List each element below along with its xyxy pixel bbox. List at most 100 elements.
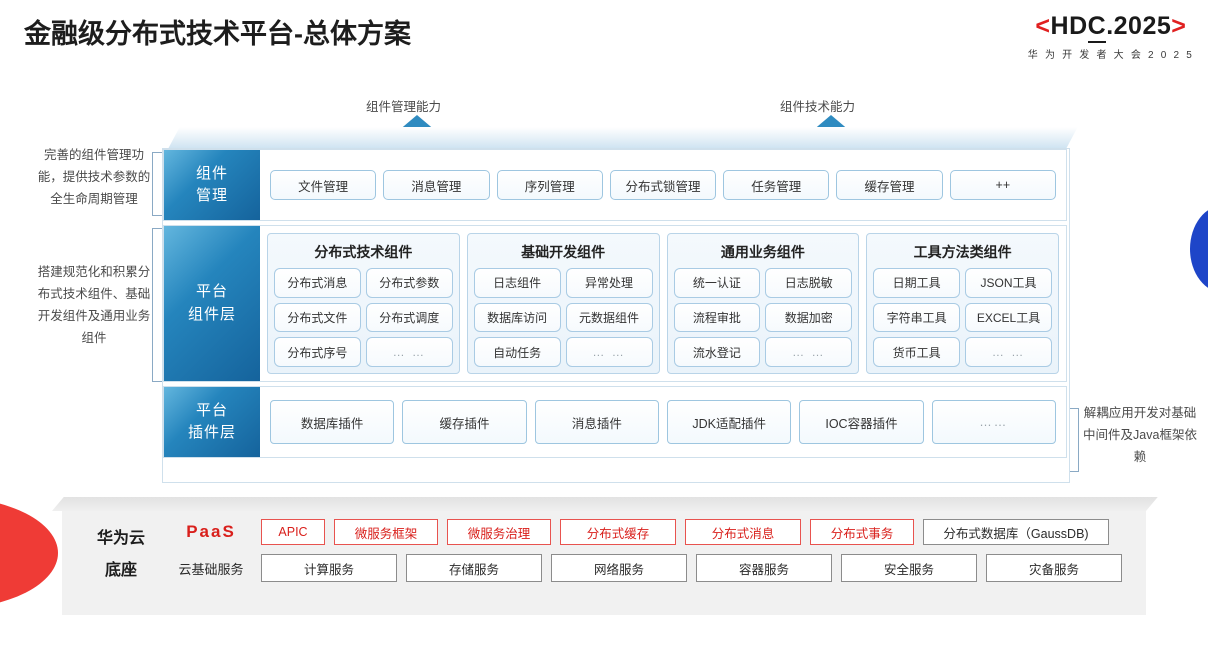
- paas-row: PaaS APIC 微服务框架 微服务治理 分布式缓存 分布式消息 分布式事务 …: [170, 519, 1122, 545]
- pill-item[interactable]: IOC容器插件: [799, 400, 924, 444]
- chip-item[interactable]: 流程审批: [673, 302, 761, 333]
- hdc-logo-text-underlined: C: [1087, 12, 1107, 43]
- pill-item[interactable]: 序列管理: [496, 170, 603, 200]
- brace-left-top: [152, 152, 169, 216]
- page-title: 金融级分布式技术平台-总体方案: [24, 19, 411, 49]
- angle-bracket-left-icon: <: [1035, 12, 1051, 40]
- chip-item[interactable]: JSON工具: [965, 268, 1052, 298]
- cloud-item[interactable]: 灾备服务: [986, 554, 1122, 582]
- pill-item-more[interactable]: ……: [931, 400, 1056, 444]
- cloud-item[interactable]: 网络服务: [551, 554, 687, 582]
- side-note-left-bottom: 搭建规范化和积累分布式技术组件、基础开发组件及通用业务组件: [37, 265, 151, 345]
- chip-item[interactable]: 流水登记: [673, 337, 761, 367]
- paas-item-database[interactable]: 分布式数据库（GaussDB): [923, 519, 1109, 545]
- chip-item[interactable]: 自动任务: [473, 337, 561, 367]
- row-platform-component-layer: 平台 组件层 分布式技术组件 分布式消息 分布式参数 分布式文件 分布式调度 分…: [163, 225, 1067, 382]
- hdc-logo-text-b: .2025: [1106, 12, 1172, 40]
- pill-item[interactable]: 消息插件: [534, 400, 659, 444]
- chip-item-more[interactable]: … …: [765, 337, 853, 367]
- chip-item[interactable]: 分布式序号: [274, 337, 361, 367]
- chip-item[interactable]: 日志组件: [473, 268, 561, 298]
- pill-item[interactable]: 缓存管理: [836, 170, 943, 200]
- chip-item[interactable]: 字符串工具: [873, 302, 961, 333]
- chip-item-more[interactable]: … …: [565, 337, 653, 367]
- paas-item[interactable]: 分布式事务: [810, 519, 914, 545]
- group-title: 分布式技术组件: [314, 244, 413, 260]
- hdc-logo-text-a: HD: [1050, 12, 1088, 40]
- row-label-line2: 插件层: [187, 424, 236, 441]
- row-label-platform-component-layer: 平台 组件层: [164, 226, 260, 381]
- row-label-line2: 组件层: [187, 305, 236, 323]
- pill-item[interactable]: 消息管理: [383, 170, 490, 200]
- cloud-item[interactable]: 存储服务: [406, 554, 542, 582]
- chip-item[interactable]: 分布式参数: [365, 268, 453, 298]
- side-note-right: 解耦应用开发对基础中间件及Java框架依赖: [1083, 406, 1197, 464]
- cloud-item[interactable]: 计算服务: [261, 554, 397, 582]
- chip-item[interactable]: 分布式消息: [274, 268, 361, 298]
- huawei-cloud-base: 华为云 底座 PaaS APIC 微服务框架 微服务治理 分布式缓存 分布式消息…: [52, 497, 1158, 615]
- hdc-logo: <HDC.2025> 华 为 开 发 者 大 会 2 0 2 5: [1027, 12, 1194, 61]
- arrow-label-component-technology: 组件技术能力: [780, 100, 856, 114]
- group-grid: 日期工具 JSON工具 字符串工具 EXCEL工具 货币工具 … …: [873, 268, 1052, 367]
- component-group: 分布式技术组件 分布式消息 分布式参数 分布式文件 分布式调度 分布式序号 … …: [267, 233, 460, 374]
- chip-item-more[interactable]: … …: [965, 337, 1052, 367]
- chip-item[interactable]: 日志脱敏: [765, 268, 853, 298]
- group-grid: 日志组件 异常处理 数据库访问 元数据组件 自动任务 … …: [473, 268, 653, 367]
- base-title: 华为云 底座: [76, 523, 166, 587]
- hdc-logo-subtitle: 华 为 开 发 者 大 会 2 0 2 5: [1027, 50, 1194, 61]
- group-title: 基础开发组件: [521, 244, 606, 260]
- pill-item[interactable]: 分布式锁管理: [609, 170, 717, 200]
- pill-item[interactable]: JDK适配插件: [666, 400, 792, 444]
- cloud-service-label: 云基础服务: [178, 561, 244, 577]
- hdc-logo-main: <HDC.2025>: [1028, 12, 1194, 43]
- row-body-platform-component-layer: 分布式技术组件 分布式消息 分布式参数 分布式文件 分布式调度 分布式序号 … …: [260, 226, 1066, 381]
- chip-item-more[interactable]: … …: [365, 337, 453, 367]
- base-title-line1: 华为云: [96, 530, 145, 547]
- angle-bracket-right-icon: >: [1171, 12, 1187, 40]
- pill-item[interactable]: ++: [949, 170, 1056, 200]
- arrow-label-component-management: 组件管理能力: [366, 100, 442, 114]
- chip-item[interactable]: 分布式调度: [365, 302, 453, 333]
- slab-top-bevel: [52, 497, 1158, 511]
- chip-item[interactable]: 货币工具: [873, 337, 961, 367]
- row-label-platform-plugin-layer: 平台 插件层: [164, 387, 260, 457]
- chip-item[interactable]: 分布式文件: [274, 302, 361, 333]
- base-service-grid: PaaS APIC 微服务框架 微服务治理 分布式缓存 分布式消息 分布式事务 …: [170, 519, 1122, 591]
- cloud-item[interactable]: 安全服务: [841, 554, 977, 582]
- row-label-line1: 组件: [195, 164, 228, 182]
- pill-item[interactable]: 文件管理: [270, 170, 377, 200]
- chip-item[interactable]: 数据加密: [765, 302, 853, 333]
- row-body-component-management: 文件管理 消息管理 序列管理 分布式锁管理 任务管理 缓存管理 ++: [260, 150, 1066, 220]
- row-label-line1: 平台: [195, 401, 228, 419]
- pill-item[interactable]: 缓存插件: [402, 400, 527, 444]
- group-title: 通用业务组件: [720, 244, 805, 260]
- row-label-line1: 平台: [195, 283, 228, 300]
- paas-item[interactable]: 微服务框架: [334, 519, 438, 545]
- chip-item[interactable]: 异常处理: [565, 268, 653, 298]
- cloud-item[interactable]: 容器服务: [696, 554, 832, 582]
- chip-item[interactable]: 统一认证: [673, 268, 761, 298]
- base-title-line2: 底座: [104, 562, 137, 579]
- chip-item[interactable]: 数据库访问: [473, 302, 561, 333]
- pill-item[interactable]: 任务管理: [723, 170, 830, 200]
- brace-left-bottom: [152, 228, 169, 382]
- red-wedge-decoration: [0, 497, 58, 609]
- component-group: 通用业务组件 统一认证 日志脱敏 流程审批 数据加密 流水登记 … …: [666, 233, 860, 374]
- panel-shelf-decoration: [168, 127, 1078, 149]
- paas-item[interactable]: APIC: [261, 519, 325, 545]
- side-note-left-top: 完善的组件管理功能，提供技术参数的全生命周期管理: [37, 148, 151, 206]
- chip-item[interactable]: EXCEL工具: [965, 302, 1052, 333]
- pill-item[interactable]: 数据库插件: [270, 400, 395, 444]
- row-component-management: 组件 管理 文件管理 消息管理 序列管理 分布式锁管理 任务管理 缓存管理 ++: [163, 149, 1067, 221]
- paas-item[interactable]: 微服务治理: [447, 519, 551, 545]
- blue-lens-decoration: [1190, 205, 1208, 293]
- row-label-line2: 管理: [195, 187, 228, 204]
- cloud-service-row: 云基础服务 计算服务 存储服务 网络服务 容器服务 安全服务 灾备服务: [170, 554, 1122, 582]
- chip-item[interactable]: 日期工具: [873, 268, 961, 298]
- paas-label: PaaS: [186, 522, 236, 541]
- paas-item[interactable]: 分布式消息: [685, 519, 801, 545]
- chip-item[interactable]: 元数据组件: [565, 302, 653, 333]
- paas-item[interactable]: 分布式缓存: [560, 519, 676, 545]
- group-grid: 统一认证 日志脱敏 流程审批 数据加密 流水登记 … …: [673, 268, 853, 367]
